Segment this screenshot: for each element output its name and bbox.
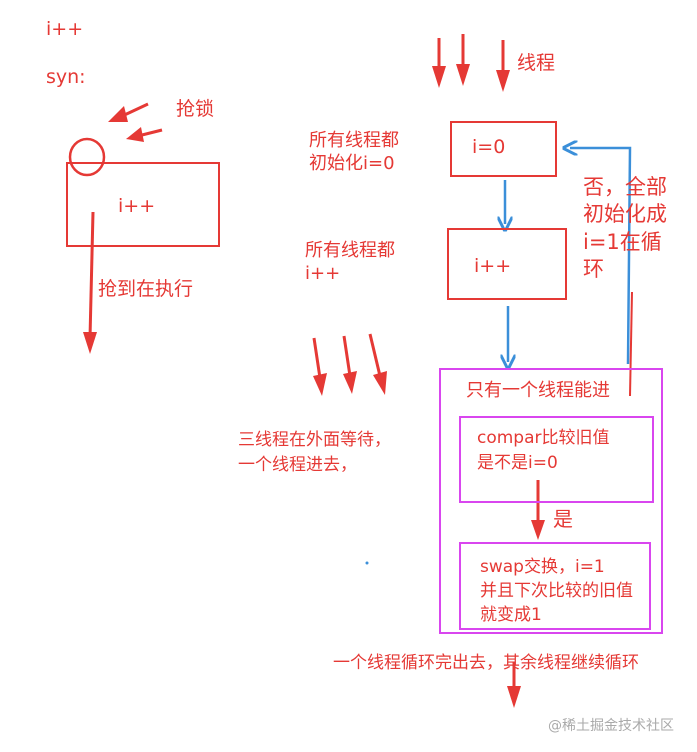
- init-box: [450, 121, 557, 177]
- stray-dot: [365, 561, 369, 565]
- thread-arrow-3: [496, 40, 510, 92]
- critical-section-title: 只有一个线程能进: [466, 380, 610, 401]
- sync-block-label: i++: [118, 195, 156, 217]
- thread-arrow-2: [456, 34, 470, 86]
- exit-arrow: [507, 662, 521, 708]
- watermark: @稀土掘金技术社区: [548, 718, 674, 734]
- execute-label: 抢到在执行: [98, 278, 194, 300]
- compare-box-label: compar比较旧值 是不是i=0: [477, 428, 610, 473]
- wait-arrow-1: [312, 337, 327, 396]
- lock-arrow-2: [126, 127, 163, 142]
- yes-label: 是: [553, 507, 573, 531]
- lock-arrow-1: [108, 102, 149, 122]
- lock-label: 抢锁: [176, 98, 215, 120]
- critical-section-box: [439, 368, 663, 634]
- lock-circle: [68, 137, 106, 177]
- compare-box: [459, 416, 654, 503]
- init-note: 所有线程都 初始化i=0: [309, 130, 399, 174]
- increment-note: 所有线程都 i++: [305, 240, 395, 284]
- thread-arrow-1: [432, 38, 446, 88]
- increment-box: [447, 228, 567, 300]
- swap-box-label: swap交换，i=1 并且下次比较的旧值 就变成1: [480, 557, 633, 625]
- threads-label: 线程: [517, 52, 556, 74]
- loop-back-red-line: [629, 291, 633, 397]
- wait-arrow-2: [342, 335, 357, 394]
- swap-box: [459, 542, 651, 630]
- init-box-label: i=0: [472, 136, 506, 158]
- sync-block-box: [66, 162, 220, 247]
- increment-box-label: i++: [474, 255, 512, 277]
- plain-increment-label: i++: [46, 18, 84, 40]
- else-note: 否，全部 初始化成 i=1在循 环: [583, 175, 667, 281]
- syn-label: syn:: [46, 66, 86, 88]
- loop-back-arrow: [570, 148, 632, 365]
- wait-arrow-3: [368, 333, 387, 395]
- execute-arrow: [83, 211, 97, 354]
- wait-note: 三线程在外面等待， 一个线程进去，: [238, 430, 391, 475]
- bottom-note: 一个线程循环完出去，其余线程继续循环: [333, 653, 639, 673]
